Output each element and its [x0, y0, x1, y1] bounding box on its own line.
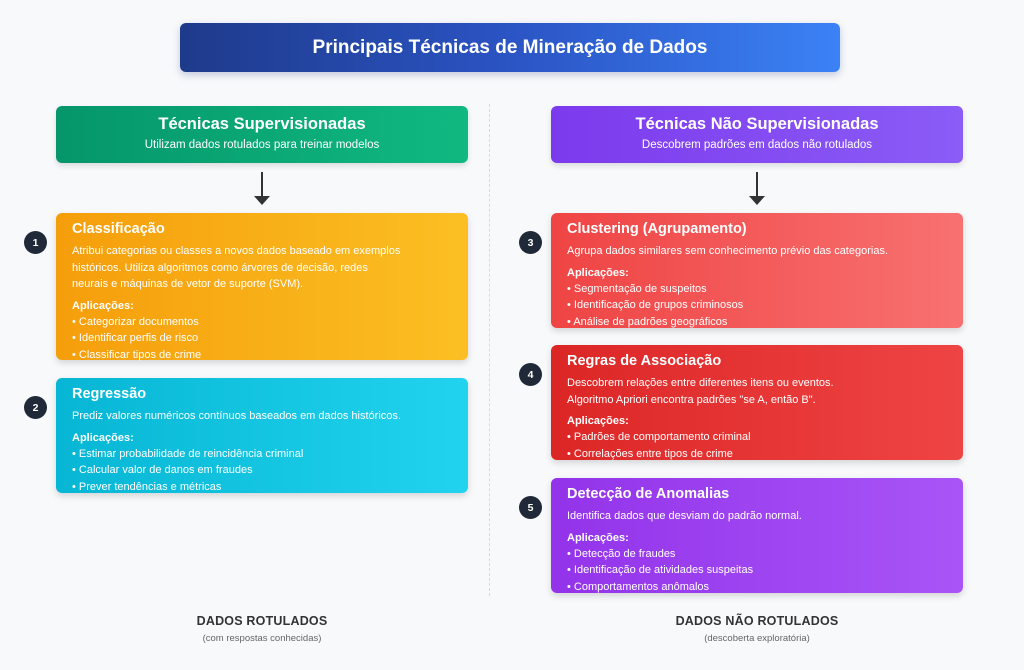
footer-subtitle: (descoberta exploratória): [704, 633, 810, 644]
card-regras-associacao: Regras de Associação Descobrem relações …: [551, 345, 963, 460]
applications-label: Aplicações:: [567, 266, 629, 279]
applications-label: Aplicações:: [72, 431, 134, 444]
application-item: Calcular valor de danos em fraudes: [72, 462, 452, 479]
unsupervised-header: Técnicas Não Supervisionadas Descobrem p…: [551, 106, 963, 163]
step-number-badge: 5: [519, 496, 542, 519]
down-arrow-icon: [749, 172, 765, 206]
application-item: Identificação de atividades suspeitas: [567, 562, 947, 579]
step-number-badge: 4: [519, 363, 542, 386]
down-arrow-icon: [254, 172, 270, 206]
step-number-badge: 3: [519, 231, 542, 254]
application-item: Análise de padrões geográficos: [567, 314, 947, 331]
card-description: Atribui categorias ou classes a novos da…: [72, 245, 401, 290]
card-description: Prediz valores numéricos contínuos basea…: [72, 410, 401, 422]
footer-title: DADOS ROTULADOS: [196, 614, 328, 628]
application-item: Correlações entre tipos de crime: [567, 446, 947, 463]
footer-title: DADOS NÃO ROTULADOS: [675, 614, 839, 628]
step-number-badge: 2: [24, 396, 47, 419]
card-description: Descobrem relações entre diferentes iten…: [567, 377, 834, 406]
supervised-subtitle: Utilizam dados rotulados para treinar mo…: [144, 139, 380, 151]
application-item: Identificação de grupos criminosos: [567, 297, 947, 314]
card-title: Clustering (Agrupamento): [567, 221, 747, 237]
card-classificacao: Classificação Atribui categorias ou clas…: [56, 213, 468, 361]
card-title: Detecção de Anomalias: [567, 486, 730, 502]
card-title: Classificação: [72, 221, 165, 237]
applications-label: Aplicações:: [567, 415, 629, 427]
applications-label: Aplicações:: [567, 531, 629, 544]
application-item: Segmentação de suspeitos: [567, 281, 947, 298]
supervised-title: Técnicas Supervisionadas: [158, 115, 366, 133]
card-deteccao-anomalias: Detecção de Anomalias Identifica dados q…: [551, 478, 963, 593]
application-item: Identificar perfis de risco: [72, 330, 452, 347]
footer-unlabeled-data: DADOS NÃO ROTULADOS (descoberta explorat…: [607, 614, 907, 644]
application-item: Detecção de fraudes: [567, 546, 947, 563]
card-description: Identifica dados que desviam do padrão n…: [567, 510, 802, 522]
card-title: Regressão: [72, 386, 147, 402]
applications-label: Aplicações:: [72, 299, 134, 312]
footer-subtitle: (com respostas conhecidas): [202, 633, 322, 644]
application-item: Categorizar documentos: [72, 314, 452, 331]
card-title: Regras de Associação: [567, 353, 722, 369]
card-clustering: Clustering (Agrupamento) Agrupa dados si…: [551, 213, 963, 328]
card-description: Agrupa dados similares sem conhecimento …: [567, 245, 888, 257]
unsupervised-subtitle: Descobrem padrões em dados não rotulados: [641, 139, 873, 151]
unsupervised-title: Técnicas Não Supervisionadas: [635, 115, 879, 133]
card-regressao: Regressão Prediz valores numéricos contí…: [56, 378, 468, 493]
application-item: Classificar tipos de crime: [72, 347, 452, 364]
column-divider: [489, 104, 490, 596]
step-number-badge: 1: [24, 231, 47, 254]
supervised-header: Técnicas Supervisionadas Utilizam dados …: [56, 106, 468, 163]
application-item: Prever tendências e métricas: [72, 479, 452, 496]
footer-labeled-data: DADOS ROTULADOS (com respostas conhecida…: [112, 614, 412, 644]
page-title: Principais Técnicas de Mineração de Dado…: [180, 23, 840, 72]
application-item: Padrões de comportamento criminal: [567, 429, 947, 446]
application-item: Comportamentos anômalos: [567, 579, 947, 596]
application-item: Estimar probabilidade de reincidência cr…: [72, 446, 452, 463]
